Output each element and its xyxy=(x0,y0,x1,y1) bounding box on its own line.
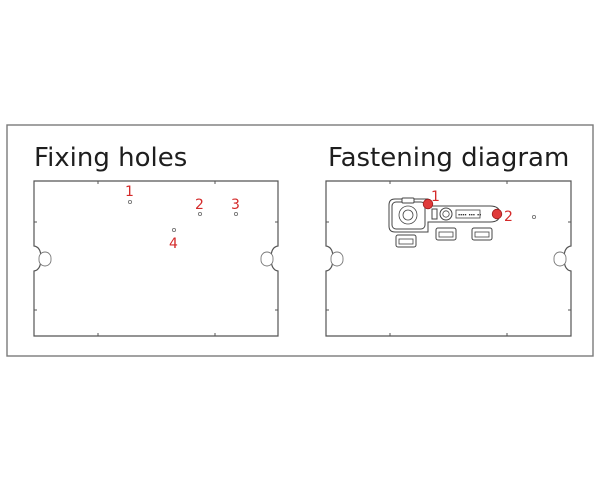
mounting-plate-right xyxy=(325,180,572,337)
slot-right xyxy=(553,251,567,267)
screw-label-2: 2 xyxy=(504,209,513,225)
fixing-hole-2 xyxy=(197,211,203,217)
fixing-hole-1 xyxy=(127,199,133,205)
fastening-screw-2 xyxy=(491,208,503,220)
hole-label-4: 4 xyxy=(169,236,178,252)
fastening-screw-1 xyxy=(422,198,434,210)
hole-label-1: 1 xyxy=(125,184,134,200)
panel-title-fixing-holes: Fixing holes xyxy=(34,143,187,173)
fastening-diagram-panel: Fastening diagram xyxy=(325,143,572,337)
panel-title-fastening-diagram: Fastening diagram xyxy=(328,143,569,173)
connector xyxy=(439,207,453,221)
slot-left xyxy=(330,251,344,267)
svg-text:▪▪▪▪ ▪▪▪ ▪▪: ▪▪▪▪ ▪▪▪ ▪▪ xyxy=(458,213,481,217)
screw-label-1: 1 xyxy=(431,189,440,205)
fixing-holes-panel: Fixing holes 1 2 3 4 xyxy=(33,143,279,337)
fixing-hole-3 xyxy=(233,211,239,217)
fixing-hole-4 xyxy=(171,227,177,233)
fixing-hole-3 xyxy=(531,214,537,220)
mounted-device: ▪▪▪▪ ▪▪▪ ▪▪ xyxy=(388,197,503,248)
mounting-plate-left xyxy=(33,180,279,337)
hole-label-3: 3 xyxy=(231,197,240,213)
hole-label-2: 2 xyxy=(195,197,204,213)
slot-right xyxy=(260,251,274,267)
slot-left xyxy=(38,251,52,267)
